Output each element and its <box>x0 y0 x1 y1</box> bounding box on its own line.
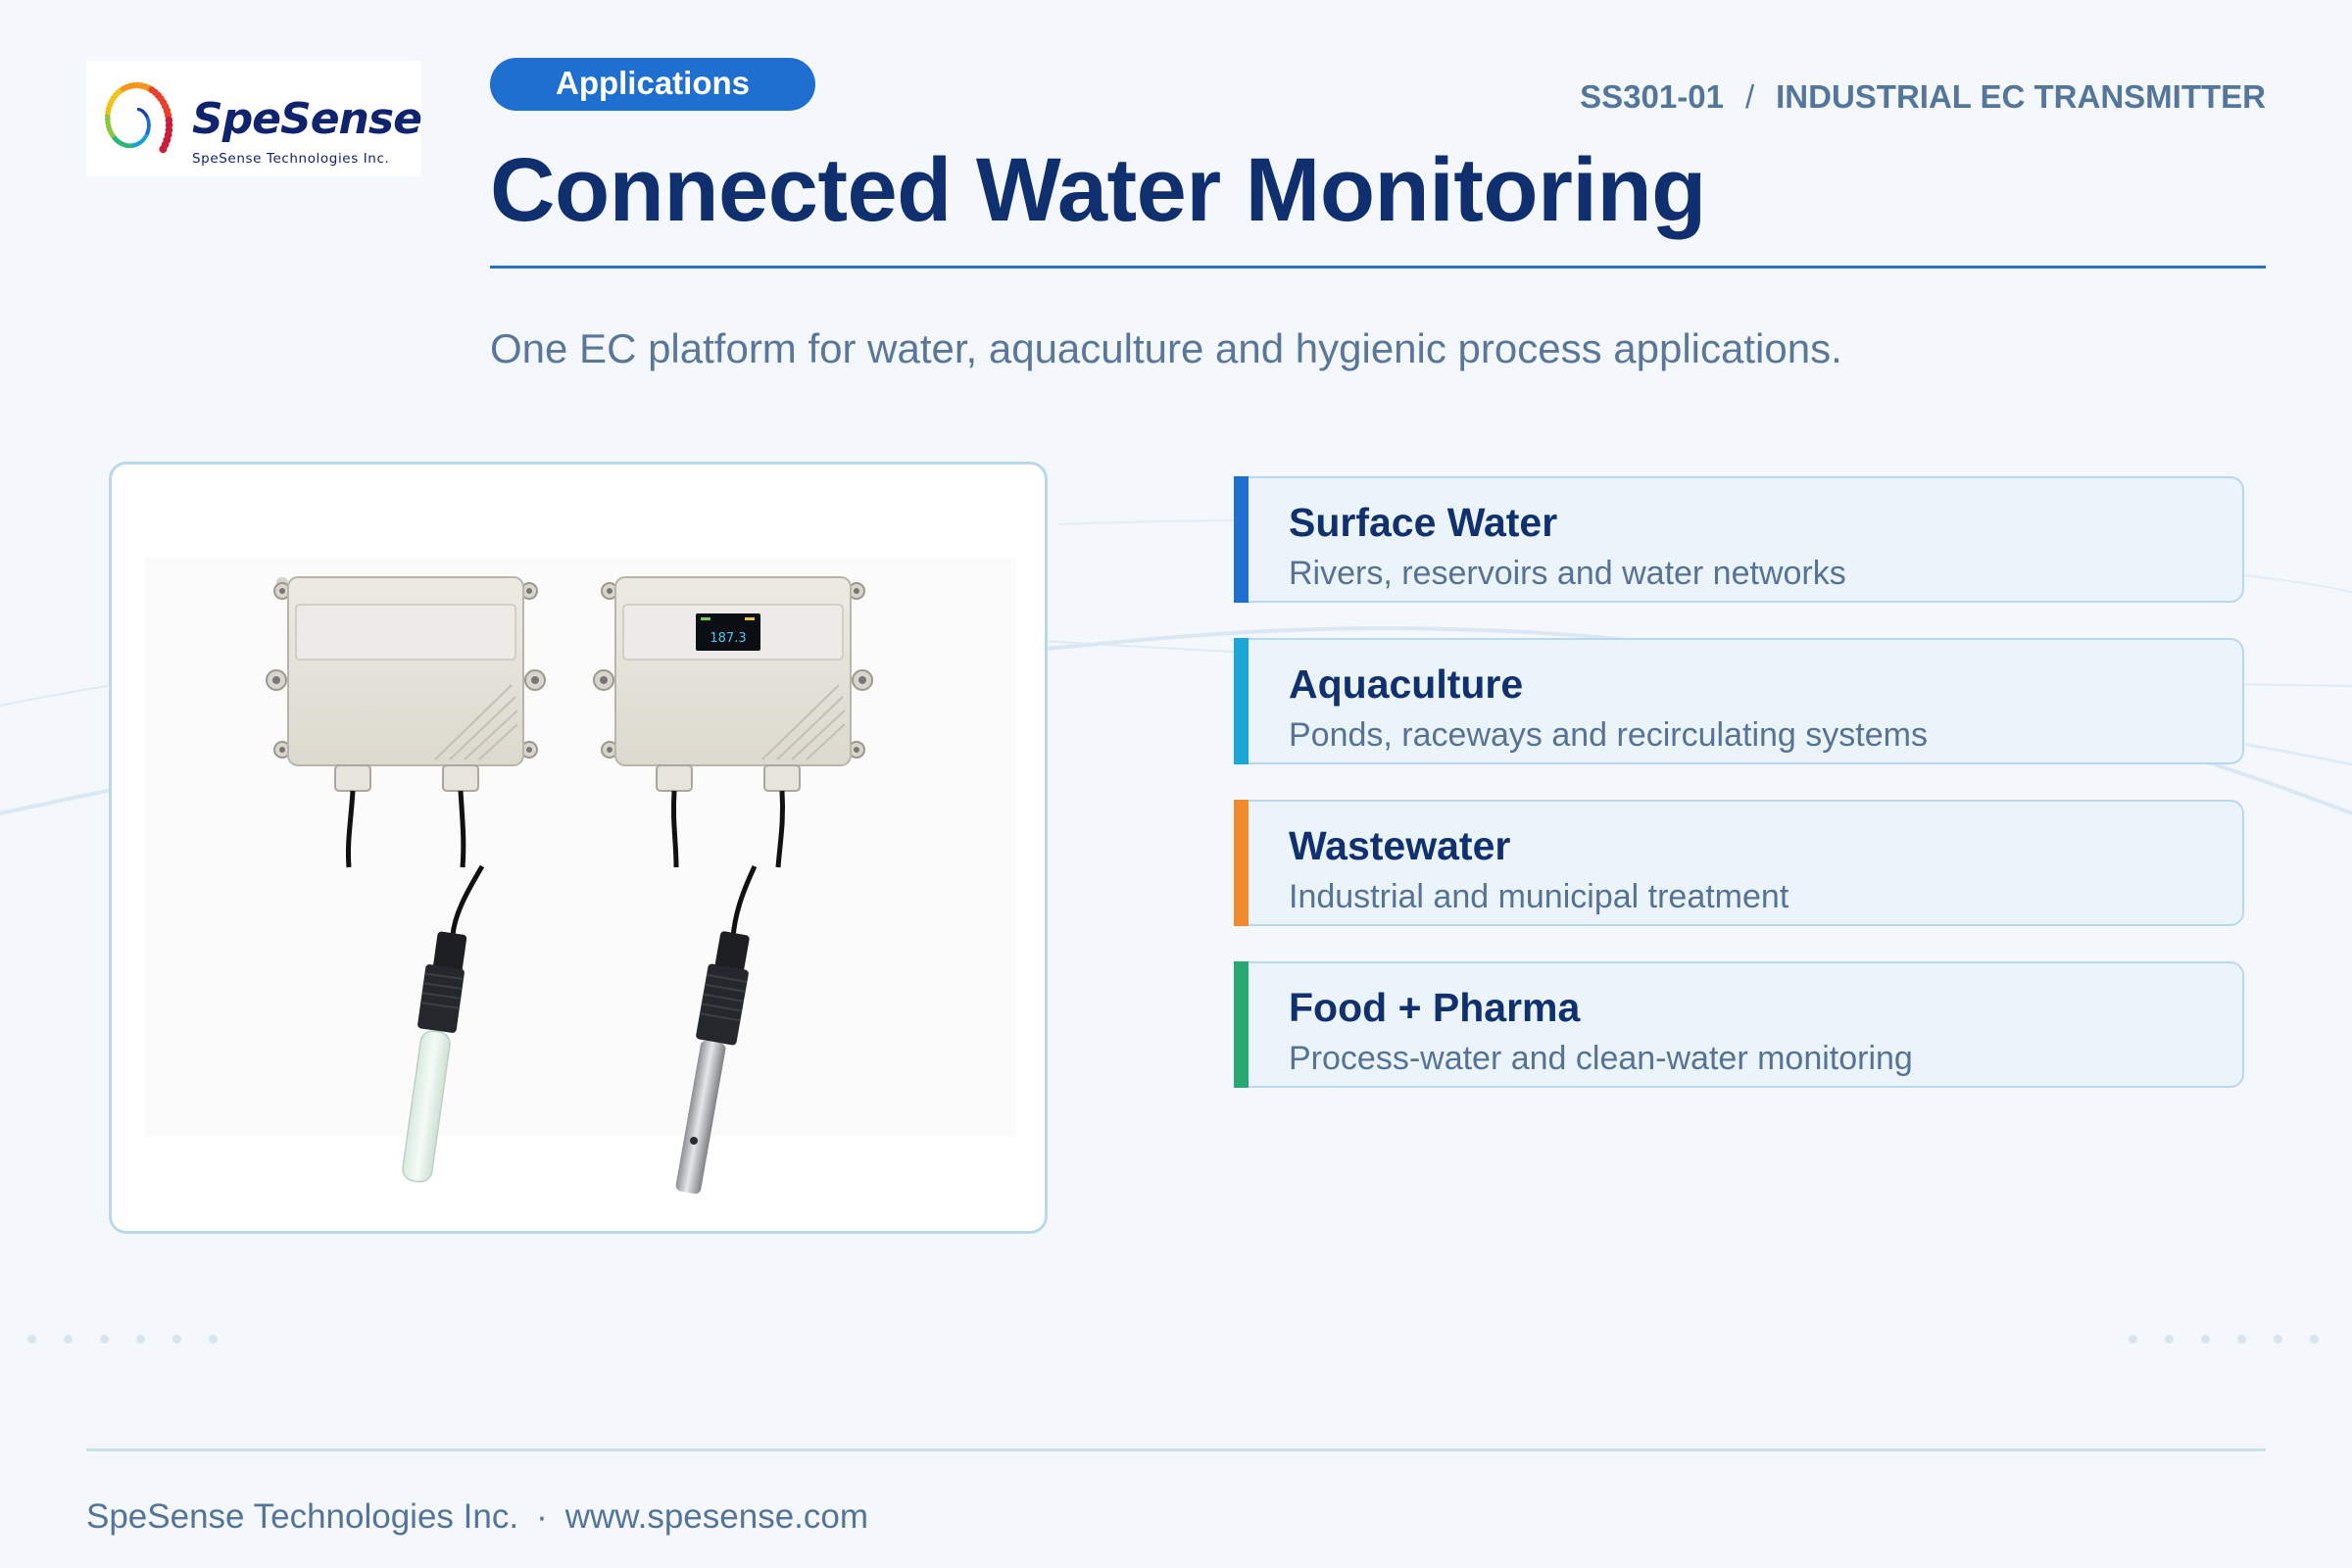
application-card-wastewater: Wastewater Industrial and municipal trea… <box>1234 800 2244 926</box>
logo-swirl-icon <box>104 81 173 154</box>
title-divider <box>490 266 2266 269</box>
application-card-surface-water: Surface Water Rivers, reservoirs and wat… <box>1234 476 2244 603</box>
application-title: Aquaculture <box>1289 662 1524 707</box>
ec-probe-steel <box>675 864 758 1195</box>
page-title: Connected Water Monitoring <box>490 140 1706 240</box>
decorative-dots-right <box>2129 1335 2319 1344</box>
section-badge: Applications <box>490 58 815 111</box>
application-card-food-pharma: Food + Pharma Process-water and clean-wa… <box>1234 961 2244 1088</box>
accent-bar <box>1234 476 1249 603</box>
application-description: Process-water and clean-water monitoring <box>1289 1040 1913 1077</box>
accent-bar <box>1234 800 1249 926</box>
application-title: Surface Water <box>1289 500 1558 545</box>
product-separator: / <box>1744 78 1755 115</box>
transmitter-housing-plain <box>266 576 546 868</box>
application-description: Rivers, reservoirs and water networks <box>1289 555 1846 592</box>
footer-separator: · <box>536 1497 548 1536</box>
accent-bar <box>1234 961 1249 1088</box>
brand-name: SpeSense <box>192 94 422 144</box>
brand-logo: SpeSense SpeSense Technologies Inc. <box>86 61 422 176</box>
footer-website-link[interactable]: www.spesense.com <box>564 1497 869 1536</box>
application-title: Food + Pharma <box>1289 985 1581 1030</box>
ec-probe-plain <box>402 864 485 1183</box>
product-image-card: 187.3 <box>109 462 1048 1234</box>
application-title: Wastewater <box>1289 823 1511 868</box>
application-card-aquaculture: Aquaculture Ponds, raceways and recircul… <box>1234 638 2244 764</box>
accent-bar <box>1234 638 1249 764</box>
application-description: Ponds, raceways and recirculating system… <box>1289 716 1928 754</box>
product-identifier: SS301-01 / INDUSTRIAL EC TRANSMITTER <box>1580 78 2266 116</box>
brand-tagline: SpeSense Technologies Inc. <box>192 151 390 167</box>
footer-divider <box>86 1448 2266 1451</box>
footer: SpeSense Technologies Inc. · www.spesense.… <box>86 1497 868 1537</box>
page-subtitle: One EC platform for water, aquaculture a… <box>490 325 1842 371</box>
product-name: INDUSTRIAL EC TRANSMITTER <box>1776 78 2266 115</box>
transmitter-housing-display: 187.3 <box>593 576 873 868</box>
display-reading: 187.3 <box>710 631 746 646</box>
footer-company: SpeSense Technologies Inc. <box>86 1497 519 1536</box>
application-description: Industrial and municipal treatment <box>1289 878 1789 915</box>
product-code: SS301-01 <box>1580 78 1724 115</box>
decorative-dots-left <box>27 1335 218 1344</box>
product-photo: 187.3 <box>145 558 1017 1195</box>
